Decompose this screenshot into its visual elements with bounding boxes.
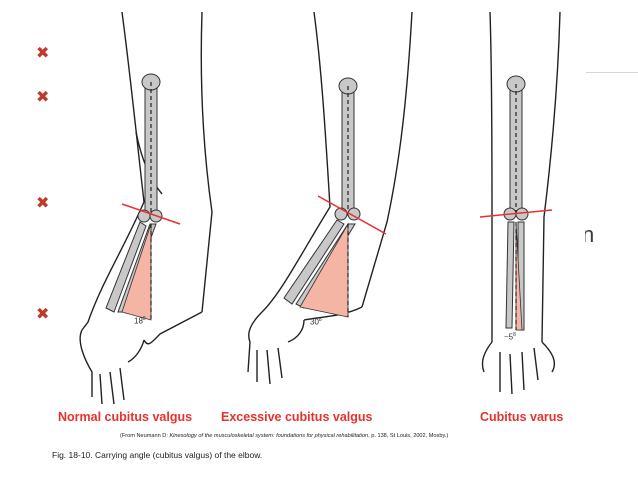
x-bullet-icon: ✖ xyxy=(36,43,50,62)
arm-excessive-valgus xyxy=(247,12,413,385)
label-excessive-valgus: Excessive cubitus valgus xyxy=(221,410,373,424)
angle-value-normal: 188 xyxy=(134,316,146,326)
angle-value-excessive: 308 xyxy=(310,317,322,327)
slide-divider-line xyxy=(586,72,638,73)
label-cubitus-varus: Cubitus varus xyxy=(480,410,564,424)
arm-varus xyxy=(481,12,561,395)
elbow-carrying-angle-figure: 188 308 −58 Normal cubitus valgus Excess… xyxy=(52,12,585,464)
angle-wedge-normal xyxy=(121,223,152,321)
figure-credit: (From Neumann D: Kinesology of the muscu… xyxy=(120,433,449,439)
angle-wedge-varus xyxy=(515,221,523,331)
x-bullet-icon: ✖ xyxy=(36,193,50,212)
arm-illustrations xyxy=(79,12,561,405)
arm-normal-valgus xyxy=(79,12,213,405)
x-bullet-icon: ✖ xyxy=(36,87,50,106)
axis-line-varus xyxy=(479,209,553,218)
figure-caption: Fig. 18-10. Carrying angle (cubitus valg… xyxy=(52,450,263,460)
angle-wedge-excessive xyxy=(299,222,349,318)
axis-line-excessive xyxy=(317,195,387,235)
x-bullet-icon: ✖ xyxy=(36,304,50,323)
label-normal-valgus: Normal cubitus valgus xyxy=(58,410,193,424)
angle-value-varus: −58 xyxy=(504,332,516,342)
axis-line-normal xyxy=(121,203,181,225)
slide-text-fragment: n xyxy=(582,222,595,247)
